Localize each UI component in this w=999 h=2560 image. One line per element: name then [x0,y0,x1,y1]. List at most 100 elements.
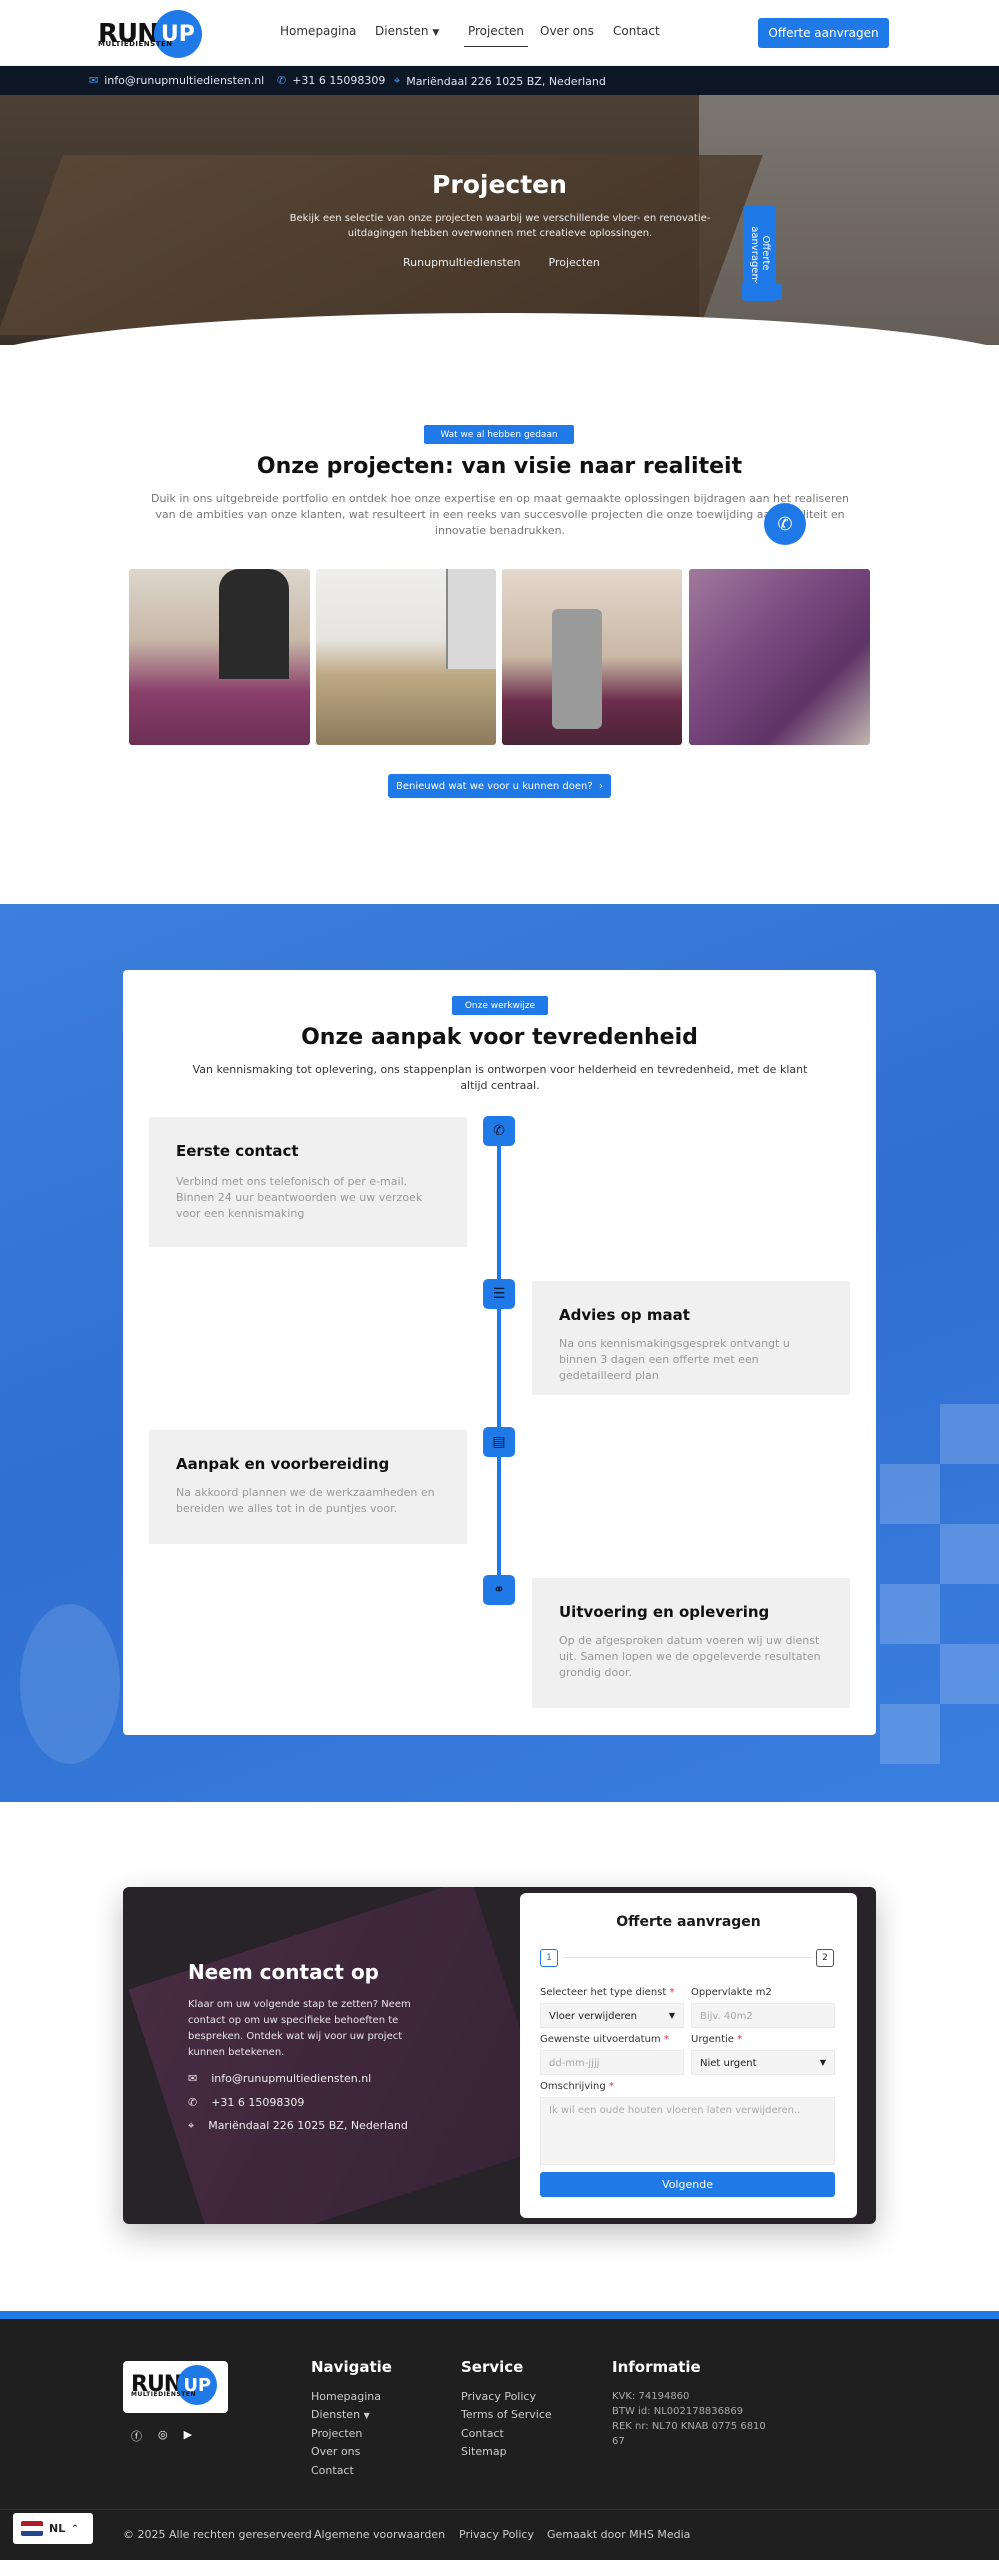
area-label: Oppervlakte m2 [691,1987,772,1998]
projects-pill: Wat we al hebben gedaan [424,425,574,444]
form-title: Offerte aanvragen [616,1914,761,1930]
service-type-select[interactable]: Vloer verwijderen▼ [540,2003,684,2028]
chevron-right-icon: › [599,780,603,792]
site-footer [0,2311,999,2560]
chevron-left-icon: ‹ [754,276,758,287]
process-pill: Onze werkwijze [452,996,548,1015]
chevron-up-icon: ⌃ [71,2523,79,2534]
footer-terms-link[interactable]: Algemene voorwaarden [314,2528,446,2541]
social-links: ⓕ ◎ ▶ [131,2428,192,2444]
location-pin-icon: ⌖ [394,74,401,87]
projects-text: Duik in ons uitgebreide portfolio en ont… [150,492,850,537]
footer-privacy-link[interactable]: Privacy Policy [459,2528,534,2541]
footer-privacy[interactable]: Privacy Policy [461,2390,536,2403]
footer-divider [0,2509,999,2510]
whatsapp-icon[interactable]: ✆ [764,503,806,545]
phone-icon: ✆ [483,1116,515,1146]
flag-nl-icon [21,2521,43,2536]
nav-home[interactable]: Homepagina [280,24,357,38]
nav-diensten[interactable]: Diensten ▼ [375,24,440,38]
rek-line: REK nr: NL70 KNAB 0775 6810 [612,2421,766,2432]
footer-info-title: Informatie [612,2358,701,2376]
instagram-icon[interactable]: ◎ [158,2428,168,2441]
phone-icon: ✆ [188,2096,198,2109]
footer-nav-home[interactable]: Homepagina [311,2390,381,2403]
footer-nav-projecten[interactable]: Projecten [311,2427,363,2440]
topbar-phone[interactable]: ✆+31 6 15098309 [277,74,386,87]
area-input[interactable]: Bijv. 40m2 [691,2003,835,2028]
kvk-line: KVK: 74194860 [612,2391,690,2402]
page-title: Projecten [432,170,567,199]
date-input[interactable]: dd-mm-jjjj [540,2050,684,2075]
chevron-down-icon: ▼ [363,2411,370,2420]
chevron-down-icon: ▼ [432,28,440,38]
facebook-icon[interactable]: ⓕ [131,2430,142,2443]
hero-subtitle: Bekijk een selectie van onze projecten w… [289,213,711,239]
mail-icon: ✉ [188,2072,198,2085]
phone-icon: ✆ [277,74,287,87]
footer-logo[interactable]: RUN UP MULTIEDIENSTEN [123,2361,228,2413]
handshake-icon: ⚭ [483,1575,515,1605]
timeline-line [497,1130,501,1600]
projects-title: Onze projecten: van visie naar realiteit [256,454,743,479]
footer-nav-diensten[interactable]: Diensten ▼ [311,2408,370,2421]
contact-topbar: ✉info@runupmultiediensten.nl ✆+31 6 1509… [0,66,999,95]
step-card-3: Aanpak en voorbereiding Na akkoord plann… [149,1430,467,1544]
project-photo-3 [502,569,682,745]
copyright: © 2025 Alle rechten gereserveerd [123,2528,312,2541]
nav-over-ons[interactable]: Over ons [540,24,594,38]
contact-address: ⌖Mariëndaal 226 1025 BZ, Nederland [188,2119,408,2132]
contact-title: Neem contact op [188,1960,379,1984]
contact-text: Klaar om uw volgende stap te zetten? Nee… [188,1999,411,2058]
footer-nav-contact[interactable]: Contact [311,2464,354,2477]
step-indicator-2: 2 [816,1949,834,1967]
footer-terms[interactable]: Terms of Service [461,2408,552,2421]
quote-button[interactable]: Offerte aanvragen [758,18,889,48]
description-label: Omschrijving * [540,2081,614,2092]
btw-line: BTW id: NL002178836869 [612,2406,744,2417]
location-pin-icon: ⌖ [188,2119,195,2132]
step-progress [563,1957,811,1958]
hero-banner [0,95,999,345]
nav-contact[interactable]: Contact [613,24,660,38]
site-header: RUN UP MULTIEDIENSTEN Homepagina Dienste… [0,0,999,66]
process-text: Van kennismaking tot oplevering, ons sta… [192,1063,808,1092]
project-photo-2 [316,569,496,745]
step-card-1: Eerste contact Verbind met ons telefonis… [149,1117,467,1247]
nav-projecten[interactable]: Projecten [464,24,528,47]
footer-contact[interactable]: Contact [461,2427,504,2440]
breadcrumb-home[interactable]: Runupmultiediensten [403,256,521,269]
footer-service-title: Service [461,2358,524,2376]
breadcrumb: Runupmultiediensten Projecten [403,256,600,269]
next-button[interactable]: Volgende [540,2172,835,2197]
urgency-label: Urgentie * [691,2034,743,2045]
footer-nav-title: Navigatie [311,2358,392,2376]
step-card-4: Uitvoering en oplevering Op de afgesprok… [532,1578,850,1708]
project-photo-4 [689,569,870,745]
description-textarea[interactable]: Ik wil een oude houten vloeren laten ver… [540,2097,835,2165]
list-icon: ☰ [483,1279,515,1309]
footer-sitemap[interactable]: Sitemap [461,2445,507,2458]
topbar-email[interactable]: ✉info@runupmultiediensten.nl [89,74,265,87]
step-card-2: Advies op maat Na ons kennismakingsgespr… [532,1281,850,1395]
step-indicator-1: 1 [540,1949,558,1967]
urgency-select[interactable]: Niet urgent▼ [691,2050,835,2075]
logo[interactable]: RUN UP MULTIEDIENSTEN [98,10,202,58]
footer-credit-link[interactable]: Gemaakt door MHS Media [547,2528,691,2541]
caret-down-icon: ▼ [819,2058,826,2067]
topbar-address: ⌖Mariëndaal 226 1025 BZ, Nederland [394,74,606,88]
language-switcher[interactable]: NL ⌃ [13,2513,93,2544]
rek-line-2: 67 [612,2436,625,2447]
breadcrumb-current: Projecten [548,256,600,269]
clipboard-icon: ▤ [483,1427,515,1457]
type-label: Selecteer het type dienst * [540,1987,675,1998]
project-photo-1 [129,569,310,745]
cta-button[interactable]: Benieuwd wat we voor u kunnen doen? › [388,774,611,798]
process-title: Onze aanpak voor tevredenheid [301,1025,698,1050]
contact-phone[interactable]: ✆+31 6 15098309 [188,2096,305,2109]
youtube-icon[interactable]: ▶ [183,2428,193,2441]
caret-down-icon: ▼ [668,2011,675,2020]
contact-email[interactable]: ✉info@runupmultiediensten.nl [188,2072,372,2085]
date-label: Gewenste uitvoerdatum * [540,2034,669,2045]
footer-nav-over-ons[interactable]: Over ons [311,2445,361,2458]
